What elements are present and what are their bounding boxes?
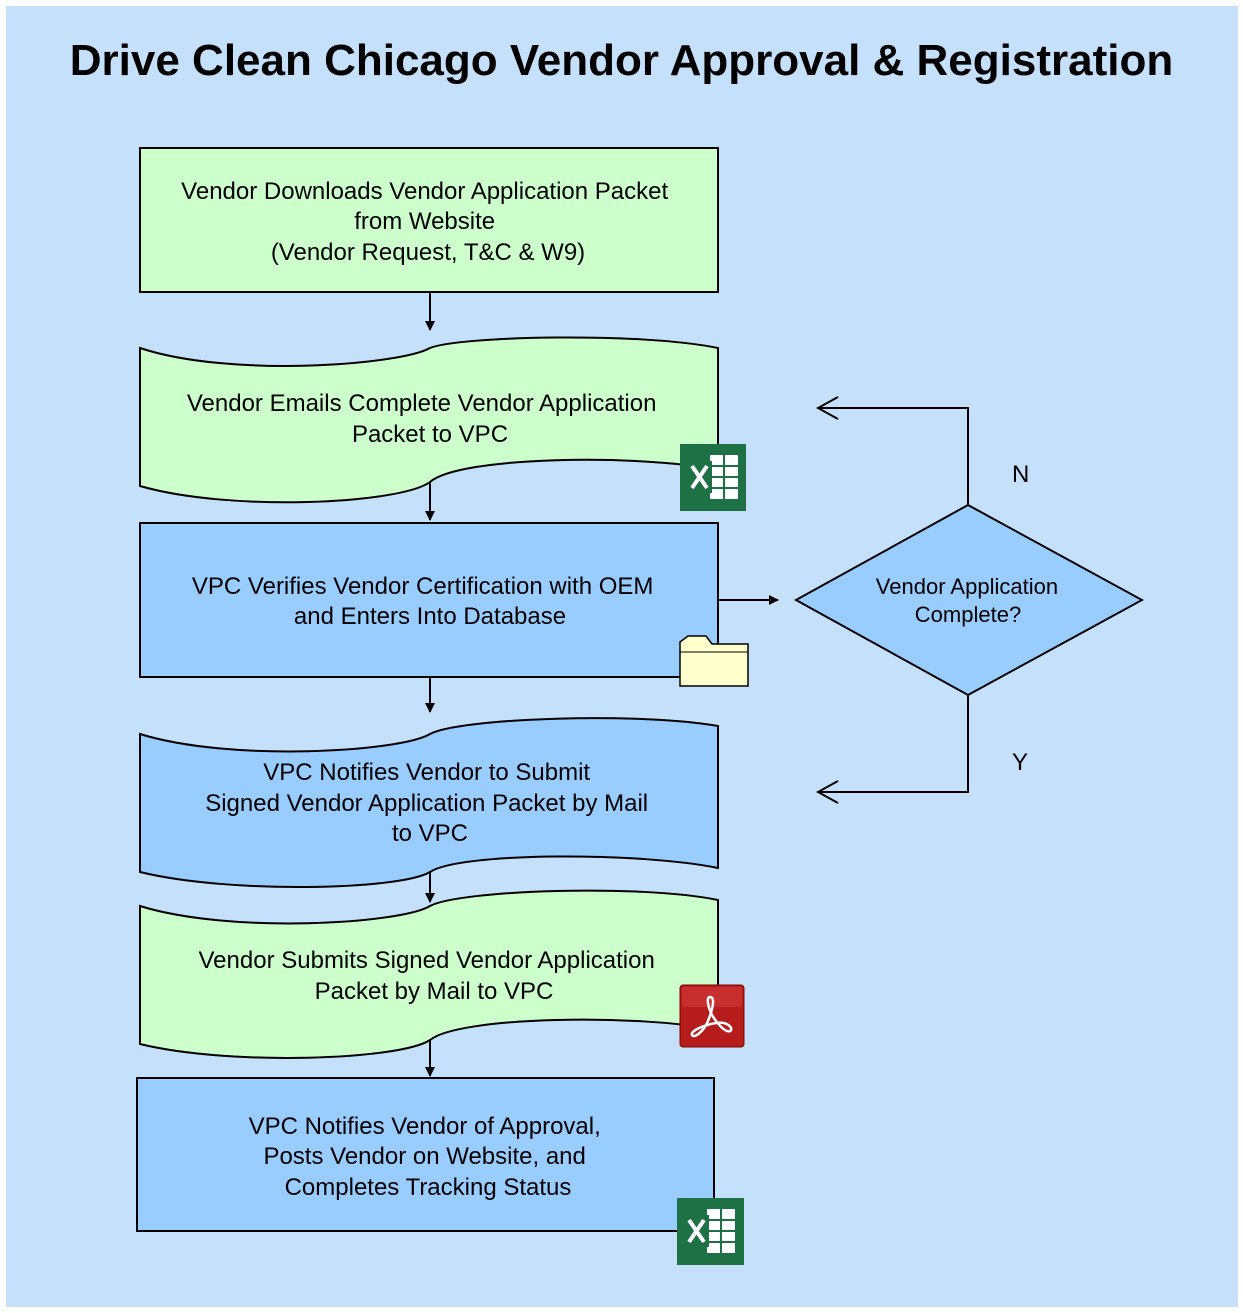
decision-text-line: Complete? — [915, 602, 1021, 627]
step-approval-label: VPC Notifies Vendor of Approval, Posts V… — [249, 1113, 608, 1201]
step-notify-submit-box — [139, 717, 719, 888]
step-text-line: Packet to VPC — [352, 421, 508, 448]
pdf-icon — [679, 984, 745, 1048]
step-submit-signed-label: Vendor Submits Signed Vendor Application… — [199, 947, 662, 1005]
step-text-line: (Vendor Request, T&C & W9) — [271, 239, 585, 266]
step-text-line: Posts Vendor on Website, and — [263, 1143, 585, 1170]
step-text-line: VPC Notifies Vendor of Approval, — [249, 1113, 601, 1140]
excel-icon — [680, 444, 746, 511]
step-submit-signed-box — [139, 889, 719, 1059]
step-verify-certification-box — [139, 522, 719, 678]
step-text-line: Signed Vendor Application Packet by Mail — [205, 790, 648, 817]
step-notify-submit-label: VPC Notifies Vendor to Submit Signed Ven… — [205, 759, 655, 847]
step-verify-certification-label: VPC Verifies Vendor Certification with O… — [192, 573, 660, 630]
step-text-line: Completes Tracking Status — [285, 1174, 572, 1201]
decision-text-line: Vendor Application — [876, 574, 1058, 599]
excel-icon — [677, 1198, 744, 1265]
step-email-packet-box — [139, 336, 719, 504]
folder-icon — [679, 635, 749, 687]
decision-diamond — [793, 503, 1145, 697]
yes-branch-connector — [818, 695, 969, 793]
diagram-title: Drive Clean Chicago Vendor Approval & Re… — [69, 36, 1174, 85]
no-branch-connector — [818, 407, 969, 505]
step-text-line: Vendor Submits Signed Vendor Application — [199, 947, 655, 974]
step-text-line: to VPC — [392, 820, 468, 847]
step-text-line: VPC Verifies Vendor Certification with O… — [192, 573, 654, 600]
step-text-line: Vendor Downloads Vendor Application Pack… — [181, 178, 668, 205]
yes-branch-arrowhead — [815, 780, 839, 804]
step-text-line: Vendor Emails Complete Vendor Applicatio… — [187, 390, 657, 417]
step-email-packet-label: Vendor Emails Complete Vendor Applicatio… — [187, 390, 663, 448]
step-text-line: VPC Notifies Vendor to Submit — [263, 759, 590, 786]
no-branch-arrowhead — [815, 396, 839, 420]
decision-label: Vendor Application Complete? — [876, 574, 1064, 627]
no-branch-label: N — [1012, 461, 1029, 488]
step-approval-box — [136, 1077, 715, 1232]
step-text-line: and Enters Into Database — [294, 603, 566, 630]
yes-branch-label: Y — [1012, 749, 1028, 776]
step-download-packet-label: Vendor Downloads Vendor Application Pack… — [181, 178, 675, 266]
step-text-line: from Website — [354, 208, 495, 235]
step-text-line: Packet by Mail to VPC — [315, 978, 554, 1005]
